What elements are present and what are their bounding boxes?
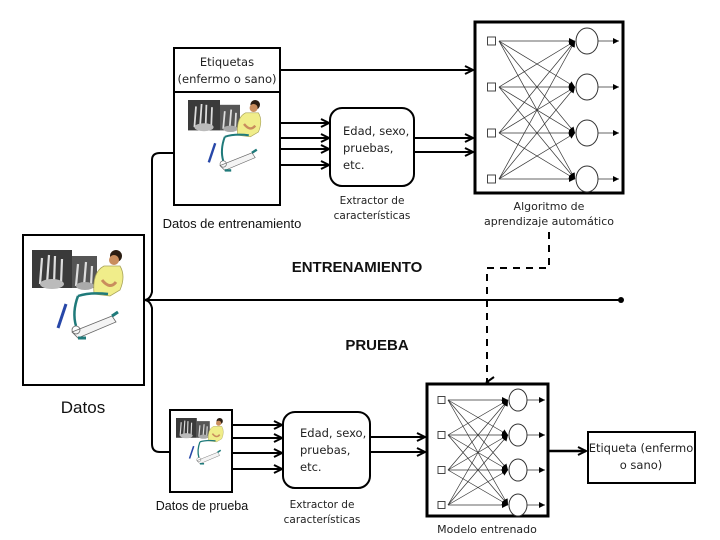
extractor-text: etc. (300, 460, 322, 474)
source-data-node: Datos (22, 234, 145, 417)
nn-output-node (575, 73, 599, 101)
nn-input-node (487, 36, 496, 46)
test-extractor-box (282, 411, 371, 489)
training-feature-extractor: Edad, sexo, pruebas, etc. Extractor de c… (329, 107, 415, 222)
connector-to-testing (143, 299, 170, 453)
test-data-caption: Datos de prueba (156, 499, 248, 513)
training-data-caption: Datos de entrenamiento (163, 216, 302, 231)
nn-output-node (575, 119, 599, 147)
output-label-text: Etiqueta (enfermo (589, 441, 694, 455)
extractor-caption: Extractor de (340, 195, 405, 207)
test-data-node: Datos de prueba (156, 409, 248, 513)
nn-output-node (508, 423, 528, 447)
model-box (425, 382, 550, 518)
nn-connection (447, 434, 509, 506)
nn-output-node (508, 493, 528, 517)
nn-output-node (508, 388, 528, 412)
test-feature-arrows (233, 425, 282, 469)
training-labels-text: (enfermo o sano) (178, 72, 277, 86)
nn-input-node (487, 174, 496, 184)
test-feature-extractor: Edad, sexo, pruebas, etc. Extractor de c… (282, 411, 371, 526)
nn-input-node (437, 431, 446, 439)
testing-phase-label: PRUEBA (345, 337, 409, 354)
nn-input-node (487, 128, 496, 138)
extractor-text: pruebas, (343, 141, 393, 155)
extractor-caption: Extractor de (290, 499, 355, 511)
output-label-text: o sano) (620, 458, 663, 472)
source-data-caption: Datos (61, 398, 105, 417)
nn-input-node (437, 396, 446, 404)
nn-connection (498, 132, 576, 180)
neural-network-icon (487, 27, 619, 193)
training-data-node: Etiquetas (enfermo o sano) Datos de entr… (163, 47, 302, 231)
output-label-node: Etiqueta (enfermo o sano) (587, 431, 696, 484)
algorithm-box (473, 20, 625, 195)
training-feature-arrows (281, 123, 329, 165)
trained-model-node: Modelo entrenado (425, 382, 550, 536)
extractor-caption: características (284, 514, 361, 526)
neural-network-icon (437, 388, 545, 517)
training-labels-text: Etiquetas (200, 55, 254, 69)
nn-connection (447, 399, 509, 471)
nn-connection (498, 40, 576, 88)
nn-input-node (487, 82, 496, 92)
nn-connection (447, 399, 509, 506)
algorithm-caption: aprendizaje automático (484, 215, 614, 228)
extractor-text: Edad, sexo, (343, 124, 409, 138)
nn-output-node (508, 458, 528, 482)
extractor-caption: características (334, 210, 411, 222)
extractor-text: pruebas, (300, 443, 350, 457)
nn-input-node (437, 501, 446, 509)
nn-output-node (575, 27, 599, 55)
learning-algorithm-node: Algoritmo de aprendizaje automático (473, 20, 625, 228)
algorithm-caption: Algoritmo de (514, 200, 585, 213)
training-extractor-box (329, 107, 415, 187)
model-caption: Modelo entrenado (437, 523, 537, 536)
nn-output-node (575, 165, 599, 193)
nn-connection (498, 40, 576, 180)
extractor-text: etc. (343, 158, 365, 172)
training-phase-label: ENTRENAMIENTO (292, 259, 423, 276)
nn-connection (447, 469, 509, 506)
nn-connection (498, 40, 576, 134)
trained-model-dashed-link (485, 232, 550, 388)
nn-input-node (437, 466, 446, 474)
training-labels-box (173, 47, 281, 93)
separator-endpoint (618, 297, 624, 303)
output-label-box (587, 431, 696, 484)
extractor-text: Edad, sexo, (300, 426, 366, 440)
nn-connection (447, 399, 509, 436)
nn-connection (498, 86, 576, 180)
